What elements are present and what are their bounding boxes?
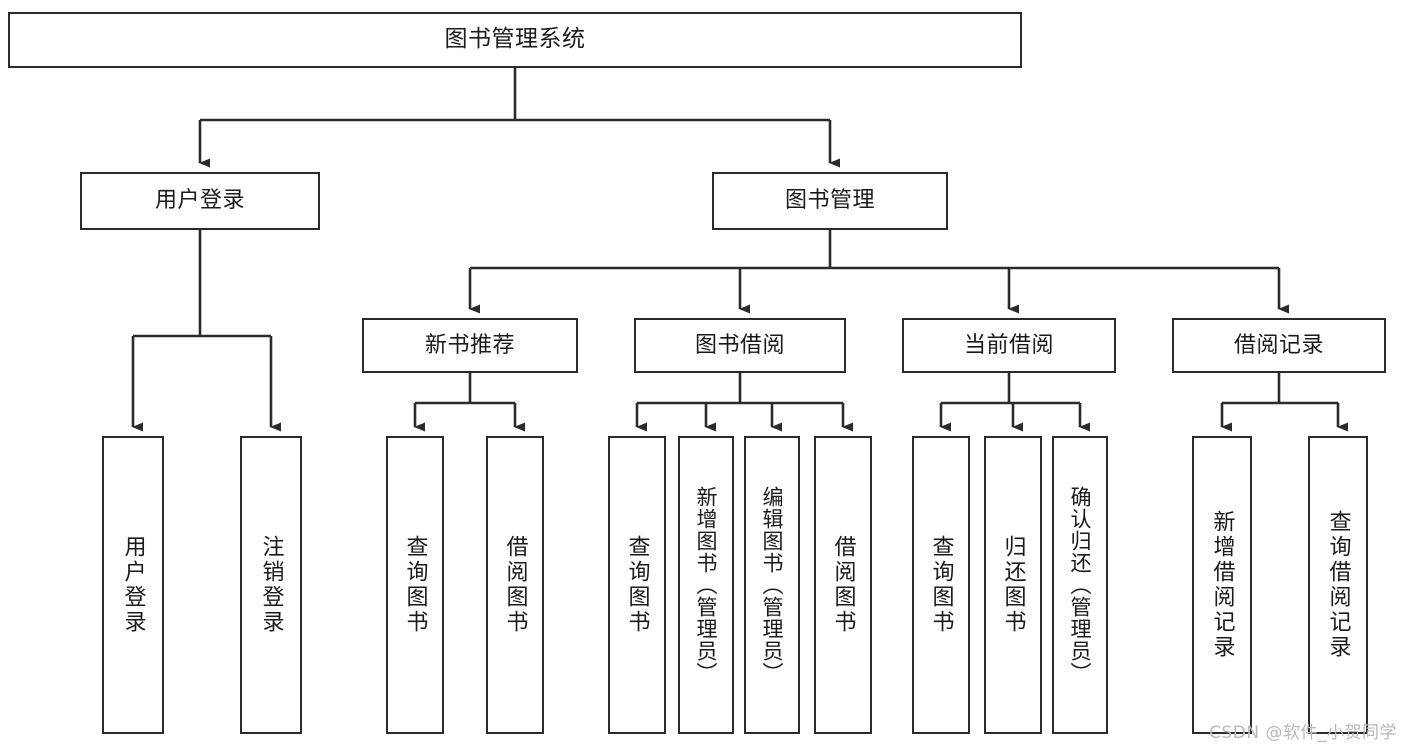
leaf-node-edit-book-admin[interactable]: 编辑图书（管理员） — [744, 436, 800, 734]
node-label: 用户登录 — [120, 535, 146, 635]
leaf-node-user-logout[interactable]: 注销登录 — [240, 436, 302, 734]
leaf-node-query-book-recommend[interactable]: 查询图书 — [386, 436, 444, 734]
node-label: 图书管理系统 — [444, 26, 586, 53]
edge-new-book-rec-bus — [415, 373, 515, 405]
leaf-node-borrow-book-recommend[interactable]: 借阅图书 — [486, 436, 544, 734]
node-label: 当前借阅 — [963, 332, 1054, 358]
leaf-node-query-borrow-record[interactable]: 查询借阅记录 — [1308, 436, 1368, 734]
leaf-node-query-book-current[interactable]: 查询图书 — [912, 436, 970, 734]
leaf-node-borrow-book[interactable]: 借阅图书 — [814, 436, 872, 734]
edge-user-login-bus — [133, 230, 271, 338]
node-label: 查询借阅记录 — [1325, 510, 1351, 660]
edge-root-bus — [200, 68, 830, 122]
node-label: 查询图书 — [402, 535, 428, 635]
node-borrow-record[interactable]: 借阅记录 — [1172, 318, 1386, 373]
node-label: 图书管理 — [784, 188, 875, 214]
node-label: 新书推荐 — [424, 332, 515, 358]
node-label: 查询图书 — [624, 535, 650, 635]
edge-borrow-record-bus — [1222, 373, 1338, 405]
node-user-login[interactable]: 用户登录 — [80, 172, 320, 230]
leaf-node-return-book[interactable]: 归还图书 — [984, 436, 1042, 734]
node-label: 借阅图书 — [502, 535, 528, 635]
edge-book-borrow-bus — [637, 373, 843, 405]
node-book-manage[interactable]: 图书管理 — [712, 172, 948, 230]
node-new-book-recommendation[interactable]: 新书推荐 — [362, 318, 578, 373]
node-label: 查询图书 — [928, 535, 954, 635]
edge-book-manage-bus — [470, 230, 1279, 270]
leaf-node-query-book-borrow[interactable]: 查询图书 — [608, 436, 666, 734]
leaf-node-user-login[interactable]: 用户登录 — [102, 436, 164, 734]
leaf-node-confirm-return-admin[interactable]: 确认归还（管理员） — [1052, 436, 1108, 734]
csdn-watermark: CSDN @软件_小贺同学 — [1209, 723, 1397, 743]
leaf-node-add-book-admin[interactable]: 新增图书（管理员） — [678, 436, 734, 734]
node-label: 新增图书（管理员） — [694, 486, 719, 684]
node-label: 借阅记录 — [1233, 332, 1324, 358]
edge-current-borrow-bus — [941, 373, 1080, 405]
node-label: 图书借阅 — [694, 332, 785, 358]
node-root-system[interactable]: 图书管理系统 — [8, 12, 1022, 68]
node-book-borrow[interactable]: 图书借阅 — [634, 318, 846, 373]
node-label: 借阅图书 — [830, 535, 856, 635]
leaf-node-add-borrow-record[interactable]: 新增借阅记录 — [1192, 436, 1252, 734]
node-label: 新增借阅记录 — [1209, 510, 1235, 660]
node-label: 注销登录 — [258, 535, 284, 635]
node-label: 编辑图书（管理员） — [760, 486, 785, 684]
node-label: 确认归还（管理员） — [1068, 486, 1093, 684]
node-label: 归还图书 — [1000, 535, 1026, 635]
node-label: 用户登录 — [154, 188, 245, 214]
node-current-borrow[interactable]: 当前借阅 — [902, 318, 1116, 373]
